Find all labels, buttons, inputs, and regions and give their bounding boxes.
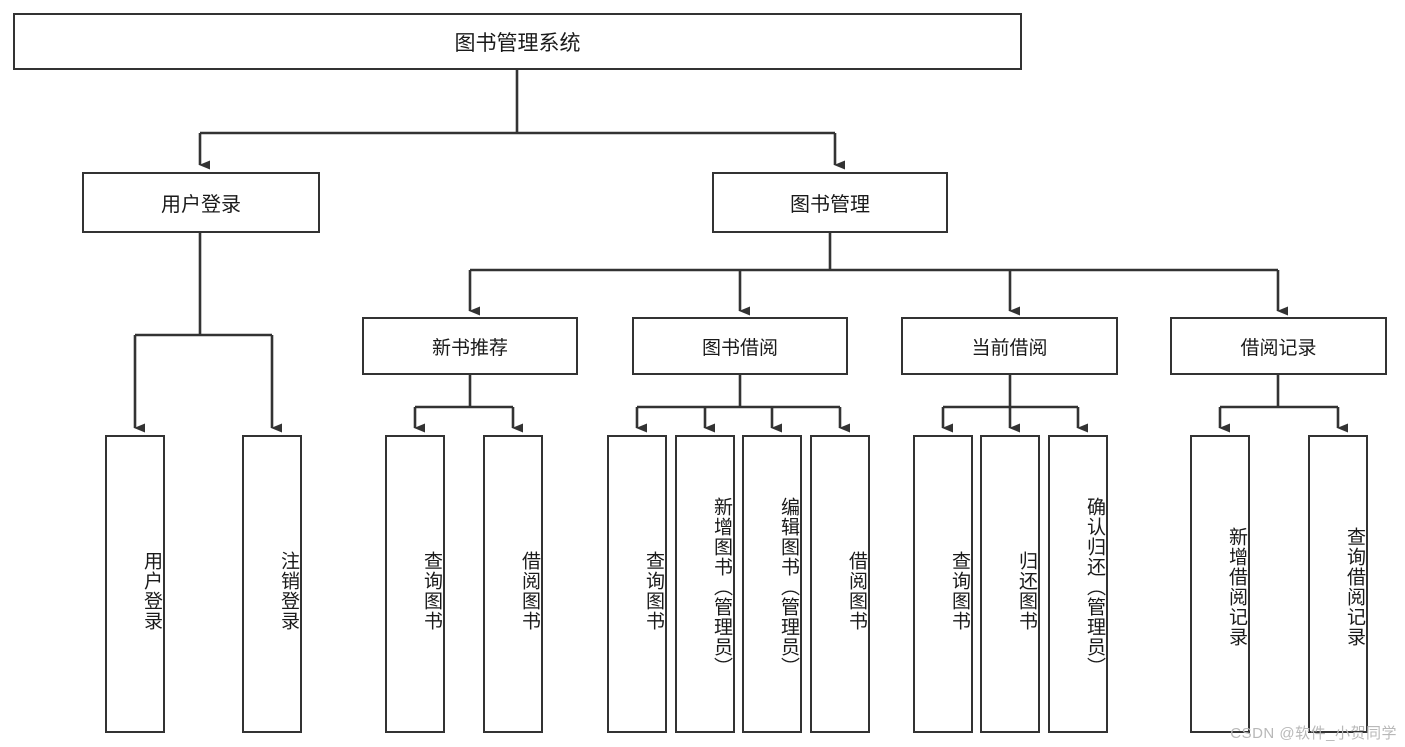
leaf-add-record-label: 新增借阅记录 <box>1226 527 1247 647</box>
leaf-borrow-book-2[interactable]: 借阅图书 <box>810 435 870 733</box>
leaf-logout[interactable]: 注销登录 <box>242 435 302 733</box>
leaf-borrow-book-2-label: 借阅图书 <box>846 551 867 631</box>
leaf-edit-book[interactable]: 编辑图书（管理员） <box>742 435 802 733</box>
leaf-logout-label: 注销登录 <box>278 551 299 631</box>
leaf-query-book-3[interactable]: 查询图书 <box>913 435 973 733</box>
leaf-query-book-2[interactable]: 查询图书 <box>607 435 667 733</box>
leaf-borrow-book-1-label: 借阅图书 <box>519 551 540 631</box>
leaf-return-book-label: 归还图书 <box>1016 551 1037 631</box>
leaf-borrow-book-1[interactable]: 借阅图书 <box>483 435 543 733</box>
node-book-manage-label: 图书管理 <box>790 194 870 216</box>
leaf-user-login[interactable]: 用户登录 <box>105 435 165 733</box>
leaf-edit-book-label: 编辑图书（管理员） <box>778 497 799 677</box>
node-user-login[interactable]: 用户登录 <box>82 172 320 233</box>
node-book-borrow-label: 图书借阅 <box>701 337 778 359</box>
node-root-label: 图书管理系统 <box>454 31 581 55</box>
leaf-query-book-2-label: 查询图书 <box>643 551 664 631</box>
node-current-borrow-label: 当前借阅 <box>971 337 1048 359</box>
leaf-return-book[interactable]: 归还图书 <box>980 435 1040 733</box>
node-current-borrow[interactable]: 当前借阅 <box>901 317 1118 375</box>
leaf-add-record[interactable]: 新增借阅记录 <box>1190 435 1250 733</box>
node-new-book-rec-label: 新书推荐 <box>431 337 508 359</box>
leaf-user-login-label: 用户登录 <box>141 551 162 631</box>
node-root[interactable]: 图书管理系统 <box>13 13 1022 70</box>
leaf-query-book-1-label: 查询图书 <box>421 551 442 631</box>
csdn-watermark: CSDN @软件_小贺同学 <box>1230 725 1397 742</box>
leaf-confirm-return-label: 确认归还（管理员） <box>1084 497 1105 677</box>
node-book-manage[interactable]: 图书管理 <box>712 172 948 233</box>
leaf-query-book-3-label: 查询图书 <box>949 551 970 631</box>
node-borrow-record[interactable]: 借阅记录 <box>1170 317 1387 375</box>
node-book-borrow[interactable]: 图书借阅 <box>632 317 848 375</box>
leaf-confirm-return[interactable]: 确认归还（管理员） <box>1048 435 1108 733</box>
leaf-query-book-1[interactable]: 查询图书 <box>385 435 445 733</box>
leaf-add-book-label: 新增图书（管理员） <box>711 497 732 677</box>
leaf-query-record-label: 查询借阅记录 <box>1344 527 1365 647</box>
node-borrow-record-label: 借阅记录 <box>1240 337 1317 359</box>
node-user-login-label: 用户登录 <box>161 194 241 216</box>
leaf-query-record[interactable]: 查询借阅记录 <box>1308 435 1368 733</box>
node-new-book-rec[interactable]: 新书推荐 <box>362 317 578 375</box>
leaf-add-book[interactable]: 新增图书（管理员） <box>675 435 735 733</box>
